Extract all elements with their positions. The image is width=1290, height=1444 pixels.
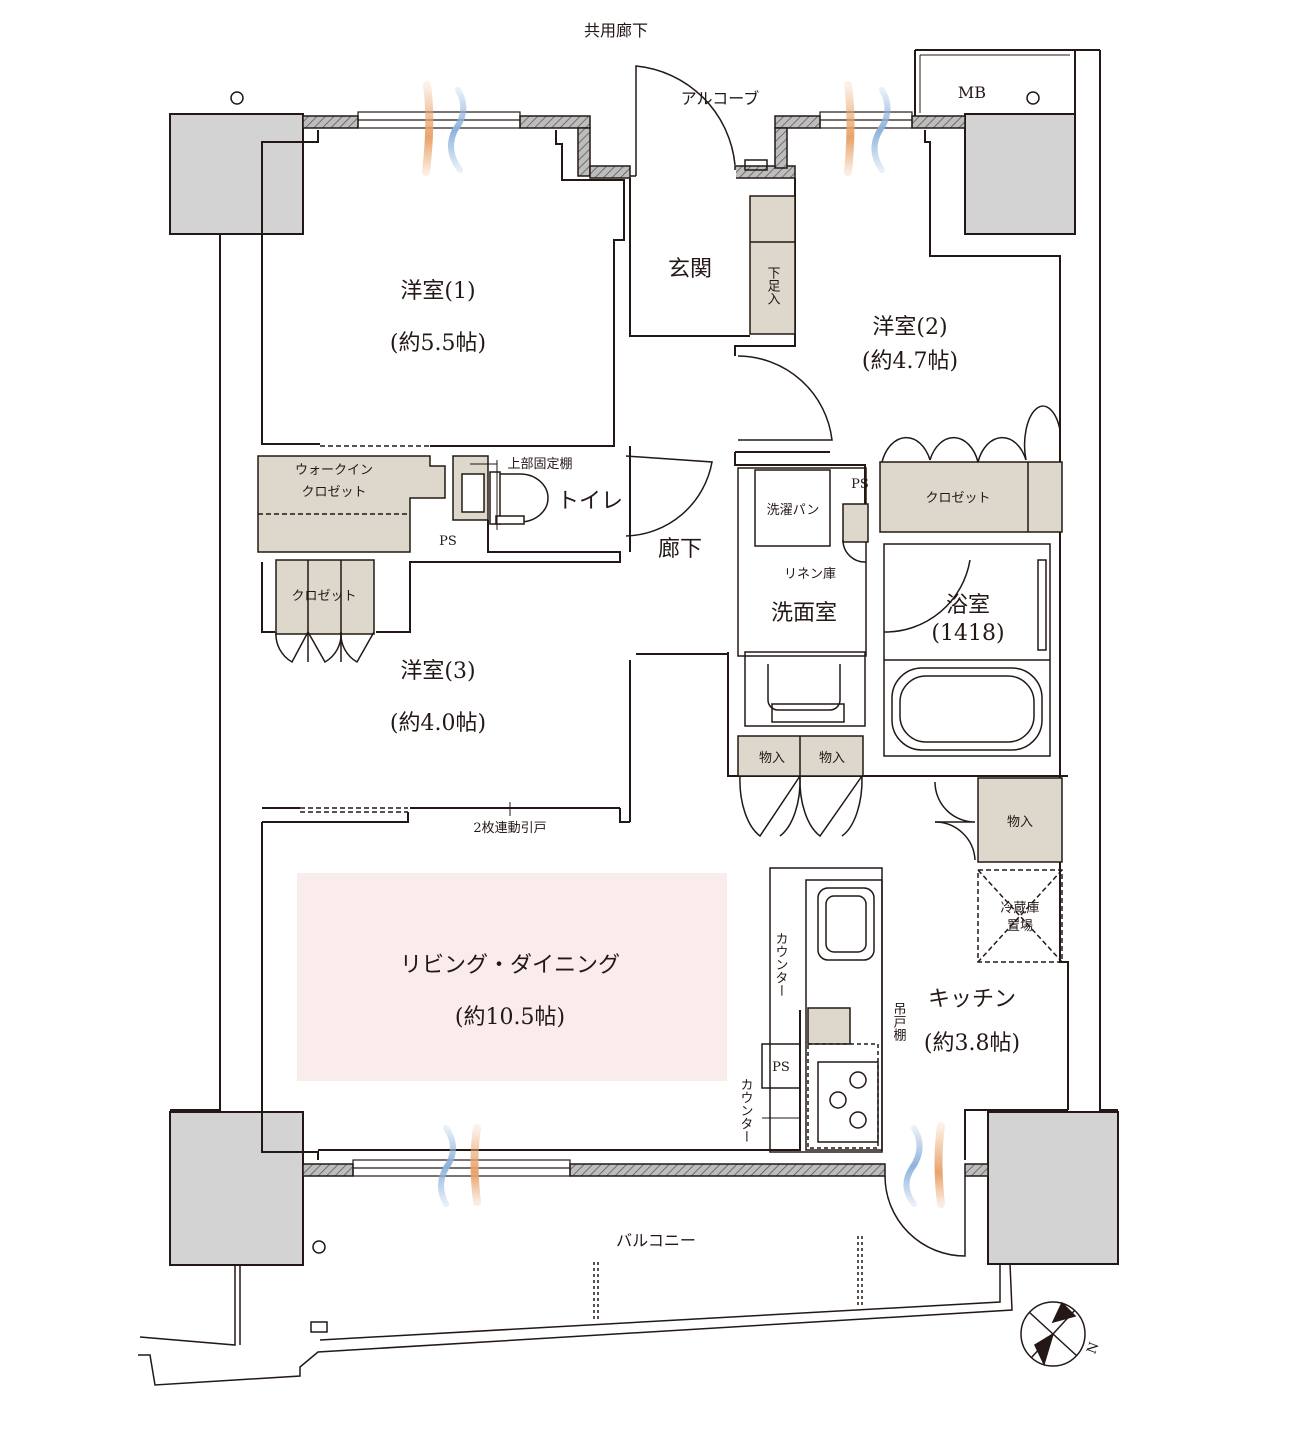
label-ps-1: PS (439, 534, 457, 549)
pipe-markers (230, 91, 1040, 1254)
label-washroom: 洗面室 (771, 601, 837, 626)
pillars (169, 113, 1119, 1266)
kitchen-fixtures (761, 777, 1063, 1257)
balcony-railing (138, 1236, 1013, 1386)
label-room1-size: (約5.5帖) (390, 331, 486, 356)
label-ps-3: PS (772, 1060, 790, 1075)
label-bath-size: (1418) (931, 621, 1004, 646)
label-walkin-2: クロゼット (301, 485, 366, 500)
label-linen: リネン庫 (784, 567, 836, 582)
label-room1-name: 洋室(1) (400, 279, 475, 304)
label-room3-size: (約4.0帖) (390, 711, 486, 736)
outer-walls (170, 49, 1118, 1111)
label-closet-room3: クロゼット (291, 589, 356, 604)
label-fridge-1: 冷蔵庫 (1000, 901, 1039, 916)
wash-bath (737, 467, 1051, 838)
label-storage-2: 物入 (819, 751, 845, 766)
label-room2-size: (約4.7帖) (862, 349, 958, 374)
airflow-warm (422, 81, 945, 1208)
label-sliding-door: 2枚連動引戸 (473, 821, 546, 836)
compass-icon (1020, 1301, 1086, 1367)
label-room2-name: 洋室(2) (872, 315, 947, 340)
label-corridor: 廊下 (658, 537, 702, 562)
label-living-name: リビング・ダイニング (400, 953, 620, 978)
label-mb: MB (958, 83, 986, 102)
room2-fixtures (737, 355, 1063, 533)
label-ps-2: PS (851, 477, 869, 492)
label-upper-shelf: 上部固定棚 (507, 457, 572, 472)
hatched-walls (302, 115, 989, 1177)
label-storage-1: 物入 (759, 751, 785, 766)
label-shoe-storage: 下足入 (765, 266, 781, 305)
labels: 共用廊下 アルコーブ MB 玄関 下足入 洋室(1) (約5.5帖) 洋室(2)… (291, 21, 1102, 1356)
label-bath-name: 浴室 (946, 593, 990, 618)
label-kitchen-size: (約3.8帖) (924, 1031, 1020, 1056)
label-north: N (1084, 1340, 1102, 1356)
walkin-closet (257, 445, 446, 553)
label-counter-1: カウンター (773, 932, 788, 997)
label-washing-pan: 洗濯パン (767, 503, 820, 518)
airflow-cool (438, 87, 923, 1207)
label-room3-name: 洋室(3) (400, 659, 475, 684)
label-walkin-1: ウォークイン (295, 463, 373, 478)
living-highlight (297, 873, 727, 1081)
label-entrance: 玄関 (668, 257, 712, 282)
label-kitchen-name: キッチン (928, 987, 1016, 1012)
entrance-area (630, 65, 796, 335)
label-fridge-2: 置場 (1007, 919, 1033, 934)
label-balcony: バルコニー (616, 1231, 696, 1250)
label-living-size: (約10.5帖) (455, 1005, 565, 1030)
label-toilet: トイレ (557, 489, 623, 514)
closet-room3 (275, 559, 511, 816)
label-common-corridor: 共用廊下 (584, 21, 648, 40)
label-closet-room2: クロゼット (925, 491, 990, 506)
label-storage-3: 物入 (1007, 815, 1033, 830)
toilet-room (452, 455, 713, 537)
label-hanging-shelf: 吊戸棚 (891, 1002, 907, 1041)
interior-walls (261, 130, 1069, 1160)
label-counter-2: カウンター (738, 1078, 753, 1143)
windows (352, 111, 913, 1177)
label-alcove: アルコーブ (681, 89, 760, 108)
